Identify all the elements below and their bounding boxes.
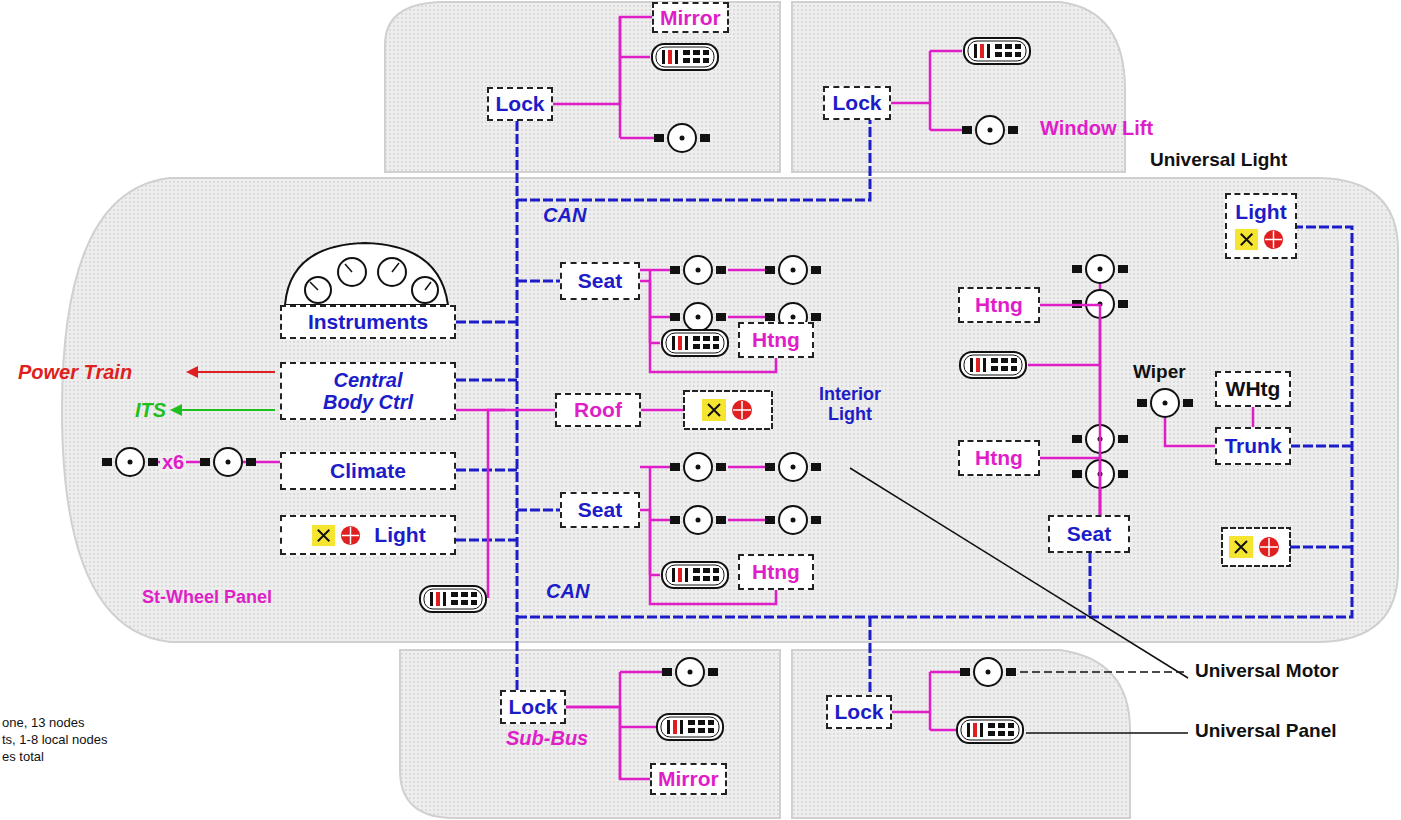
note-text: one, 13 nodes (2, 716, 84, 730)
module-box: Lock (487, 87, 553, 121)
module-box: Seat (560, 492, 640, 528)
module-name: Climate (330, 459, 406, 482)
sub-bus-link (1252, 407, 1255, 427)
module-box: WHtg (1215, 371, 1291, 407)
motor-icons (102, 116, 1193, 686)
can-bus (456, 120, 1352, 695)
car-outline (62, 2, 1398, 818)
module-box: Roof (555, 393, 641, 427)
light-icons (684, 391, 1290, 566)
module-name: Light (1235, 200, 1286, 223)
module-box: Trunk (1215, 427, 1291, 465)
module-box: Seat (1048, 515, 1130, 553)
count-label: x6 (160, 451, 186, 473)
instrument-gauges (285, 243, 448, 305)
module-box: Mirror (652, 2, 729, 33)
module-box: Instruments (280, 305, 456, 339)
bus-label: CAN (543, 204, 586, 226)
sub-bus-link (1040, 305, 1100, 515)
module-name: Lock (495, 92, 544, 115)
bus-label: Sub-Bus (506, 727, 588, 749)
module-name: WHtg (1226, 377, 1281, 400)
panel-icons (420, 38, 1030, 743)
sub-bus-wires (150, 17, 1215, 779)
callout-label: Universal Panel (1195, 721, 1337, 742)
module-box: Lock (823, 86, 891, 120)
module-name: Htng (975, 293, 1023, 316)
light-icon (1233, 227, 1289, 252)
module-name: Mirror (658, 767, 719, 790)
module-name: Htng (752, 560, 800, 583)
module-box: Central Body Ctrl (280, 362, 456, 420)
module-name: Light (374, 523, 425, 546)
module-box: Seat (560, 262, 640, 300)
component-label: St-Wheel Panel (142, 588, 272, 608)
module-name: Instruments (308, 310, 428, 333)
module-name: Lock (508, 695, 557, 718)
module-box: Climate (280, 452, 456, 490)
signal-label: ITS (135, 399, 166, 421)
module-name: Seat (1067, 522, 1111, 545)
module-box: Lock (500, 690, 566, 724)
sub-bus-link (1040, 458, 1100, 515)
module-name: Central Body Ctrl (313, 369, 423, 413)
module-name: Htng (752, 328, 800, 351)
note-text: ts, 1-8 local nodes (2, 733, 108, 747)
module-name: Lock (832, 91, 881, 114)
bus-label: CAN (546, 580, 589, 602)
sub-bus-link (553, 17, 652, 104)
module-box: Htng (738, 322, 814, 358)
module-name: Roof (574, 398, 622, 421)
light-icon (310, 523, 366, 548)
component-label: Window Lift (1040, 117, 1153, 139)
component-label: Wiper (1133, 362, 1186, 383)
sub-bus-link (456, 409, 555, 412)
callout-label: Universal Motor (1195, 661, 1339, 682)
module-name: Trunk (1224, 434, 1281, 457)
component-label: Interior Light (804, 385, 896, 425)
module-box: Htng (958, 287, 1040, 323)
leader-lines (170, 366, 1188, 733)
module-box: Light (1225, 193, 1297, 259)
component-label: Universal Light (1150, 150, 1287, 171)
signal-label: Power Train (18, 361, 132, 383)
module-name: Seat (578, 498, 622, 521)
module-box: Htng (958, 440, 1040, 476)
module-name: Mirror (660, 6, 721, 29)
module-name: Seat (578, 269, 622, 292)
module-box: Mirror (650, 763, 727, 795)
module-name: Lock (834, 700, 883, 723)
module-box: Lock (826, 695, 892, 729)
note-text: es total (2, 750, 44, 764)
module-name: Htng (975, 446, 1023, 469)
module-box: Light (280, 515, 456, 555)
module-box: Htng (738, 554, 814, 590)
